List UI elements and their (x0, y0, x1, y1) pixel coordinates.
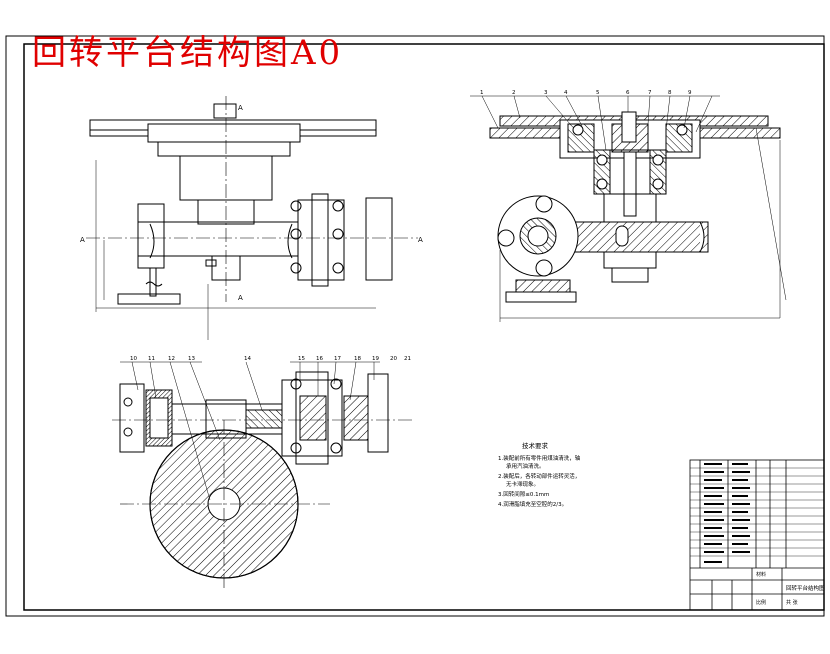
notes-line: 3.回转间隙≤0.1mm (498, 490, 549, 498)
technical-notes: 技术要求 1.装配前所有零件用煤油清洗，轴 承用汽油清洗。 2.装配后，各转动部… (498, 441, 581, 508)
notes-line: 4.润滑脂填充至空腔的2/3。 (498, 500, 567, 508)
plan-callout: 11 (148, 356, 155, 362)
side-callout: 5 (596, 90, 600, 96)
side-callout: 4 (564, 90, 568, 96)
drawing-title: 回转平台结构图A0 (32, 33, 344, 73)
plan-callout: 15 (298, 356, 305, 362)
side-callout: 1 (480, 90, 484, 96)
title-block-scale: 比例 (756, 599, 766, 606)
title-block (689, 459, 825, 611)
notes-heading: 技术要求 (522, 441, 549, 450)
side-callout: 8 (668, 90, 672, 96)
plan-callout: 20 (390, 356, 397, 362)
notes-line: 1.装配前所有零件用煤油清洗，轴 (498, 454, 581, 462)
front-view (86, 96, 418, 340)
plan-callout: 19 (372, 356, 379, 362)
side-callout: 6 (626, 90, 630, 96)
side-callout: 3 (544, 90, 548, 96)
side-callout: 2 (512, 90, 516, 96)
front-axis-label-left: A (80, 236, 85, 244)
notes-line: 2.装配后，各转动部件运转灵活， (498, 472, 580, 480)
plan-callout: 18 (354, 356, 361, 362)
notes-line: 承用汽油清洗。 (506, 462, 545, 470)
plan-callout: 12 (168, 356, 175, 362)
plan-callout: 16 (316, 356, 323, 362)
notes-line: 无卡滞现象。 (506, 480, 539, 488)
side-callout: 9 (688, 90, 692, 96)
title-block-material: 材料 (756, 571, 766, 578)
plan-callout: 14 (244, 356, 251, 362)
plan-callout: 17 (334, 356, 341, 362)
front-section-label-top: A (238, 104, 243, 112)
front-axis-label-right: A (418, 236, 423, 244)
side-view (470, 95, 787, 322)
side-callout: 7 (648, 90, 652, 96)
inner-border (23, 43, 825, 611)
title-block-drawing-name: 回转平台结构图 (786, 584, 825, 592)
plan-callout: 13 (188, 356, 195, 362)
front-section-label-bottom: A (238, 294, 243, 302)
plan-callout: 10 (130, 356, 137, 362)
title-block-sheet: 共 张 (786, 599, 798, 606)
plan-view (112, 361, 412, 588)
plan-callout: 21 (404, 356, 411, 362)
